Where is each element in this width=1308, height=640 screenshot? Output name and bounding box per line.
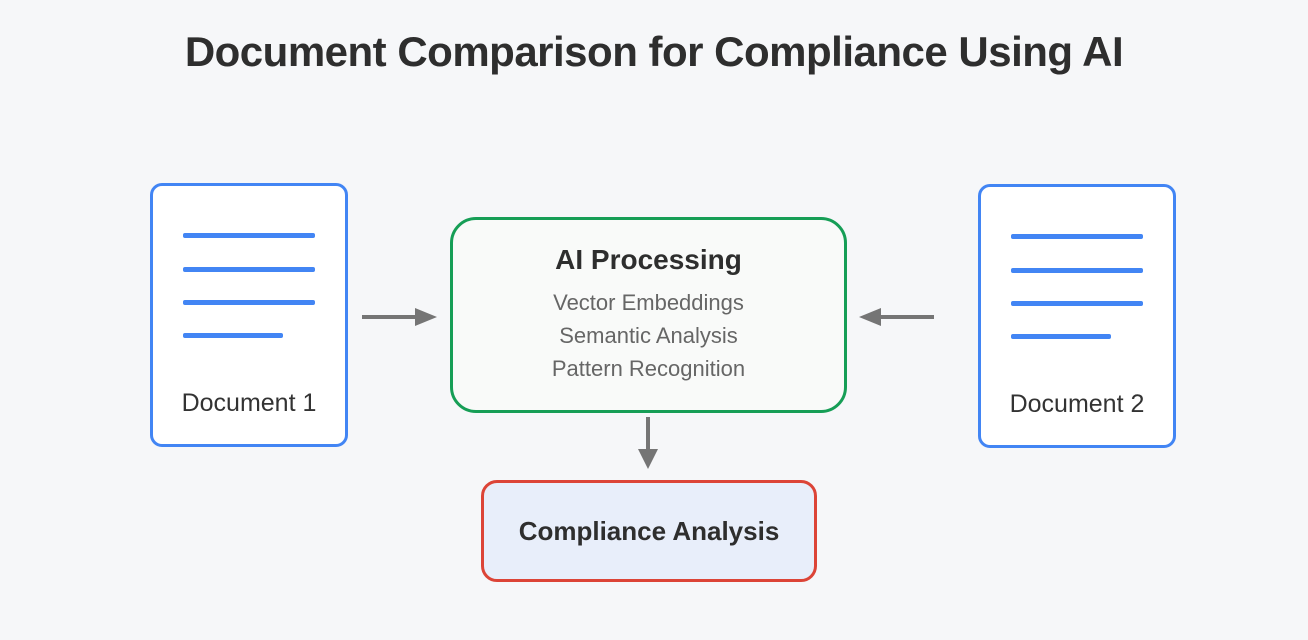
text-line-icon [1011, 334, 1111, 339]
document-text-lines-icon [981, 187, 1173, 445]
text-line-icon [1011, 234, 1143, 239]
ai-processing-subitems: Vector Embeddings Semantic Analysis Patt… [453, 286, 844, 385]
document1-node: Document 1 [150, 183, 348, 447]
ai-processing-title: AI Processing [555, 244, 742, 275]
text-line-icon [1011, 301, 1143, 306]
document-text-lines-icon [153, 186, 345, 444]
text-line-icon [183, 267, 315, 272]
text-line-icon [183, 233, 315, 238]
ai-subitem-pattern-recognition: Pattern Recognition [551, 356, 746, 381]
arrow-right-icon [360, 305, 440, 329]
ai-processing-node: AI Processing Vector Embeddings Semantic… [450, 217, 847, 413]
text-line-icon [183, 300, 315, 305]
document1-label: Document 1 [181, 389, 317, 417]
text-line-icon [1011, 268, 1143, 273]
document2-label: Document 2 [1009, 390, 1145, 418]
ai-subitem-vector-embeddings: Vector Embeddings [553, 290, 744, 315]
arrow-down-icon [635, 416, 661, 470]
diagram-title: Document Comparison for Compliance Using… [184, 28, 1124, 75]
ai-subitem-semantic-analysis: Semantic Analysis [559, 323, 738, 348]
text-line-icon [183, 333, 283, 338]
compliance-analysis-label: Compliance Analysis [518, 515, 780, 546]
arrow-left-icon [856, 305, 936, 329]
compliance-analysis-node: Compliance Analysis [481, 480, 817, 582]
document2-node: Document 2 [978, 184, 1176, 448]
